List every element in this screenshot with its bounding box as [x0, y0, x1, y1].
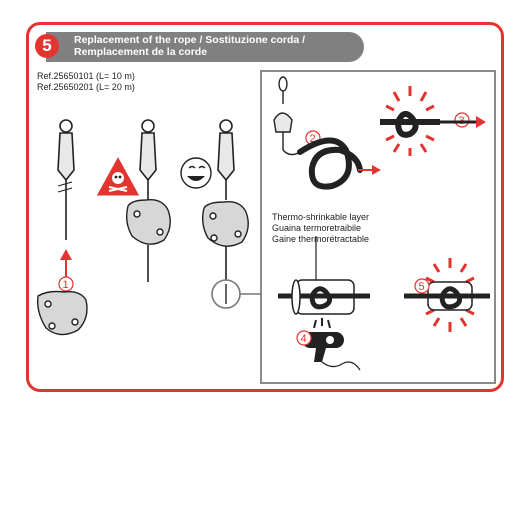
arrow-right-icon: [440, 116, 486, 128]
step-number-5: 5: [419, 281, 425, 293]
rope-clamp-device-3: [201, 201, 249, 247]
thermo-label-fr: Gaine thermorétractable: [272, 234, 370, 244]
step-number-1: 1: [63, 279, 69, 291]
step-number-2: 2: [310, 133, 316, 145]
zoom-circle: [211, 279, 262, 309]
thermo-label: Thermo-shrinkable layer Guaina termoretr…: [272, 212, 369, 245]
step-marker-3: 3: [454, 112, 470, 128]
step-marker-1: 1: [58, 276, 74, 292]
connector-hook: [273, 76, 301, 156]
thermo-label-en: Thermo-shrinkable layer: [272, 212, 370, 222]
title-line-2: Remplacement de la corde: [74, 46, 208, 58]
rope-clamp-device-1: [36, 290, 88, 336]
step-marker-4: 4: [296, 330, 312, 346]
step-marker-5: 5: [414, 278, 430, 294]
tight-knot-burst: [380, 86, 440, 156]
final-knot-burst: [404, 258, 490, 332]
heat-gun-icon: [302, 318, 361, 371]
rope-lanyard-1: [57, 119, 75, 240]
title-line-1: Replacement of the rope / Sostituzione c…: [74, 34, 306, 46]
smiley-face-icon: [180, 157, 212, 189]
loose-knot: [297, 137, 363, 190]
thermo-sleeve-knot: [278, 236, 370, 315]
rope-clamp-device-2: [125, 199, 171, 245]
arrow-up-icon: [60, 249, 72, 278]
step-number-4: 4: [301, 333, 307, 345]
step-badge: 5: [35, 34, 59, 58]
rope-references: Ref.25650101 (L= 10 m) Ref.25650201 (L= …: [37, 71, 135, 93]
thermo-label-it: Guaina termoretraibile: [272, 223, 362, 233]
page-title: Replacement of the rope / Sostituzione c…: [74, 34, 305, 58]
reference-20m: Ref.25650201 (L= 20 m): [37, 82, 135, 92]
arrow-right-icon: [358, 165, 381, 175]
reference-10m: Ref.25650101 (L= 10 m): [37, 71, 135, 81]
rope-lanyard-2: [139, 119, 157, 282]
skull-warning-icon: [95, 154, 141, 197]
rope-lanyard-3: [217, 119, 235, 282]
title-bar: [46, 32, 364, 62]
